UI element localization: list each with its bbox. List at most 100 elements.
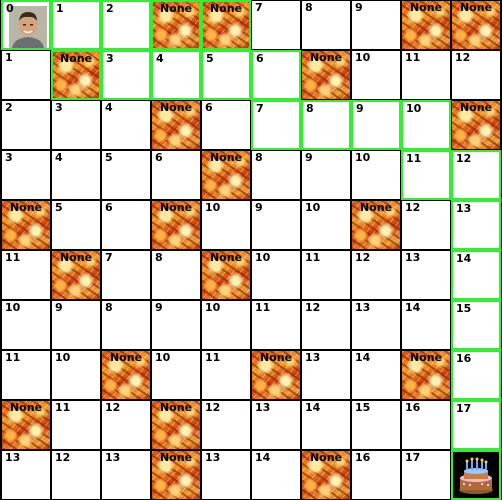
grid-cell-r9-c5[interactable]: 14 — [251, 450, 301, 500]
grid-cell-r8-c5[interactable]: 13 — [251, 400, 301, 450]
grid-cell-r9-c6[interactable]: None — [301, 450, 351, 500]
grid-cell-r6-c1[interactable]: 9 — [51, 300, 101, 350]
grid-cell-r3-c0[interactable]: 3 — [1, 150, 51, 200]
grid-cell-r7-c8[interactable]: None — [401, 350, 451, 400]
grid-cell-r2-c7[interactable]: 9 — [351, 100, 401, 150]
grid-cell-r6-c9[interactable]: 15 — [451, 300, 501, 350]
grid-cell-r7-c5[interactable]: None — [251, 350, 301, 400]
grid-cell-r7-c1[interactable]: 10 — [51, 350, 101, 400]
grid-cell-r3-c6[interactable]: 9 — [301, 150, 351, 200]
grid-cell-r8-c2[interactable]: 12 — [101, 400, 151, 450]
grid-cell-r2-c4[interactable]: 6 — [201, 100, 251, 150]
grid-cell-r8-c4[interactable]: 12 — [201, 400, 251, 450]
grid-cell-r3-c1[interactable]: 4 — [51, 150, 101, 200]
grid-cell-r8-c8[interactable]: 16 — [401, 400, 451, 450]
grid-cell-r5-c8[interactable]: 13 — [401, 250, 451, 300]
grid-cell-r9-c2[interactable]: 13 — [101, 450, 151, 500]
grid-cell-r2-c6[interactable]: 8 — [301, 100, 351, 150]
grid-cell-r7-c0[interactable]: 11 — [1, 350, 51, 400]
grid-cell-r7-c2[interactable]: None — [101, 350, 151, 400]
grid-cell-r5-c1[interactable]: None — [51, 250, 101, 300]
grid-cell-r0-c3[interactable]: None — [151, 0, 201, 50]
grid-cell-r0-c6[interactable]: 8 — [301, 0, 351, 50]
grid-cell-r4-c9[interactable]: 13 — [451, 200, 501, 250]
grid-cell-r3-c8[interactable]: 11 — [401, 150, 451, 200]
grid-cell-r8-c3[interactable]: None — [151, 400, 201, 450]
grid-cell-r1-c2[interactable]: 3 — [101, 50, 151, 100]
grid-cell-r0-c5[interactable]: 7 — [251, 0, 301, 50]
grid-cell-r3-c9[interactable]: 12 — [451, 150, 501, 200]
grid-cell-r6-c6[interactable]: 12 — [301, 300, 351, 350]
grid-cell-r8-c1[interactable]: 11 — [51, 400, 101, 450]
grid-cell-r9-c3[interactable]: None — [151, 450, 201, 500]
grid-cell-r3-c4[interactable]: None — [201, 150, 251, 200]
grid-cell-r5-c4[interactable]: None — [201, 250, 251, 300]
grid-cell-r0-c0[interactable]: 0 — [1, 0, 51, 50]
grid-cell-r8-c6[interactable]: 14 — [301, 400, 351, 450]
grid-cell-r5-c0[interactable]: 11 — [1, 250, 51, 300]
grid-cell-r0-c2[interactable]: 2 — [101, 0, 151, 50]
grid-cell-r6-c2[interactable]: 8 — [101, 300, 151, 350]
grid-cell-r2-c8[interactable]: 10 — [401, 100, 451, 150]
grid-cell-r4-c4[interactable]: 10 — [201, 200, 251, 250]
grid-cell-r0-c8[interactable]: None — [401, 0, 451, 50]
grid-cell-r0-c9[interactable]: None — [451, 0, 501, 50]
grid-cell-r5-c9[interactable]: 14 — [451, 250, 501, 300]
grid-cell-r7-c7[interactable]: 14 — [351, 350, 401, 400]
grid-cell-r3-c2[interactable]: 5 — [101, 150, 151, 200]
grid-cell-r6-c5[interactable]: 11 — [251, 300, 301, 350]
grid-cell-r4-c6[interactable]: 10 — [301, 200, 351, 250]
grid-cell-r5-c2[interactable]: 7 — [101, 250, 151, 300]
grid-cell-r5-c6[interactable]: 11 — [301, 250, 351, 300]
grid-cell-r7-c3[interactable]: 10 — [151, 350, 201, 400]
grid-cell-r2-c1[interactable]: 3 — [51, 100, 101, 150]
grid-cell-r9-c7[interactable]: 16 — [351, 450, 401, 500]
grid-cell-r6-c7[interactable]: 13 — [351, 300, 401, 350]
grid-cell-r1-c8[interactable]: 11 — [401, 50, 451, 100]
grid-cell-r4-c7[interactable]: None — [351, 200, 401, 250]
grid-cell-r9-c4[interactable]: 13 — [201, 450, 251, 500]
grid-cell-r4-c2[interactable]: 6 — [101, 200, 151, 250]
grid-cell-r9-c8[interactable]: 17 — [401, 450, 451, 500]
grid-cell-r6-c3[interactable]: 9 — [151, 300, 201, 350]
grid-cell-r7-c6[interactable]: 13 — [301, 350, 351, 400]
grid-cell-r4-c8[interactable]: 12 — [401, 200, 451, 250]
grid-cell-r7-c9[interactable]: 16 — [451, 350, 501, 400]
grid-cell-r6-c8[interactable]: 14 — [401, 300, 451, 350]
grid-cell-r4-c5[interactable]: 9 — [251, 200, 301, 250]
grid-cell-r2-c5[interactable]: 7 — [251, 100, 301, 150]
grid-cell-r8-c9[interactable]: 17 — [451, 400, 501, 450]
grid-cell-r0-c1[interactable]: 1 — [51, 0, 101, 50]
grid-cell-r6-c0[interactable]: 10 — [1, 300, 51, 350]
grid-cell-r9-c0[interactable]: 13 — [1, 450, 51, 500]
grid-cell-r9-c1[interactable]: 12 — [51, 450, 101, 500]
grid-cell-r1-c4[interactable]: 5 — [201, 50, 251, 100]
grid-cell-r0-c4[interactable]: None — [201, 0, 251, 50]
grid-cell-r4-c0[interactable]: None — [1, 200, 51, 250]
grid-cell-r2-c0[interactable]: 2 — [1, 100, 51, 150]
grid-cell-r1-c0[interactable]: 1 — [1, 50, 51, 100]
grid-cell-r5-c3[interactable]: 8 — [151, 250, 201, 300]
grid-cell-r1-c7[interactable]: 10 — [351, 50, 401, 100]
grid-cell-r6-c4[interactable]: 10 — [201, 300, 251, 350]
grid-cell-r3-c5[interactable]: 8 — [251, 150, 301, 200]
grid-cell-r2-c2[interactable]: 4 — [101, 100, 151, 150]
grid-cell-r1-c3[interactable]: 4 — [151, 50, 201, 100]
grid-cell-r1-c5[interactable]: 6 — [251, 50, 301, 100]
grid-cell-r7-c4[interactable]: 11 — [201, 350, 251, 400]
grid-cell-r1-c6[interactable]: None — [301, 50, 351, 100]
grid-cell-r2-c9[interactable]: None — [451, 100, 501, 150]
grid-cell-r3-c7[interactable]: 10 — [351, 150, 401, 200]
grid-cell-r2-c3[interactable]: None — [151, 100, 201, 150]
grid-cell-r4-c1[interactable]: 5 — [51, 200, 101, 250]
grid-cell-r4-c3[interactable]: None — [151, 200, 201, 250]
grid-cell-r0-c7[interactable]: 9 — [351, 0, 401, 50]
grid-cell-r8-c7[interactable]: 15 — [351, 400, 401, 450]
grid-cell-r5-c5[interactable]: 10 — [251, 250, 301, 300]
grid-cell-r5-c7[interactable]: 12 — [351, 250, 401, 300]
grid-cell-r9-c9[interactable] — [451, 450, 501, 500]
grid-cell-r1-c9[interactable]: 12 — [451, 50, 501, 100]
grid-cell-r8-c0[interactable]: None — [1, 400, 51, 450]
grid-cell-r1-c1[interactable]: None — [51, 50, 101, 100]
grid-cell-r3-c3[interactable]: 6 — [151, 150, 201, 200]
